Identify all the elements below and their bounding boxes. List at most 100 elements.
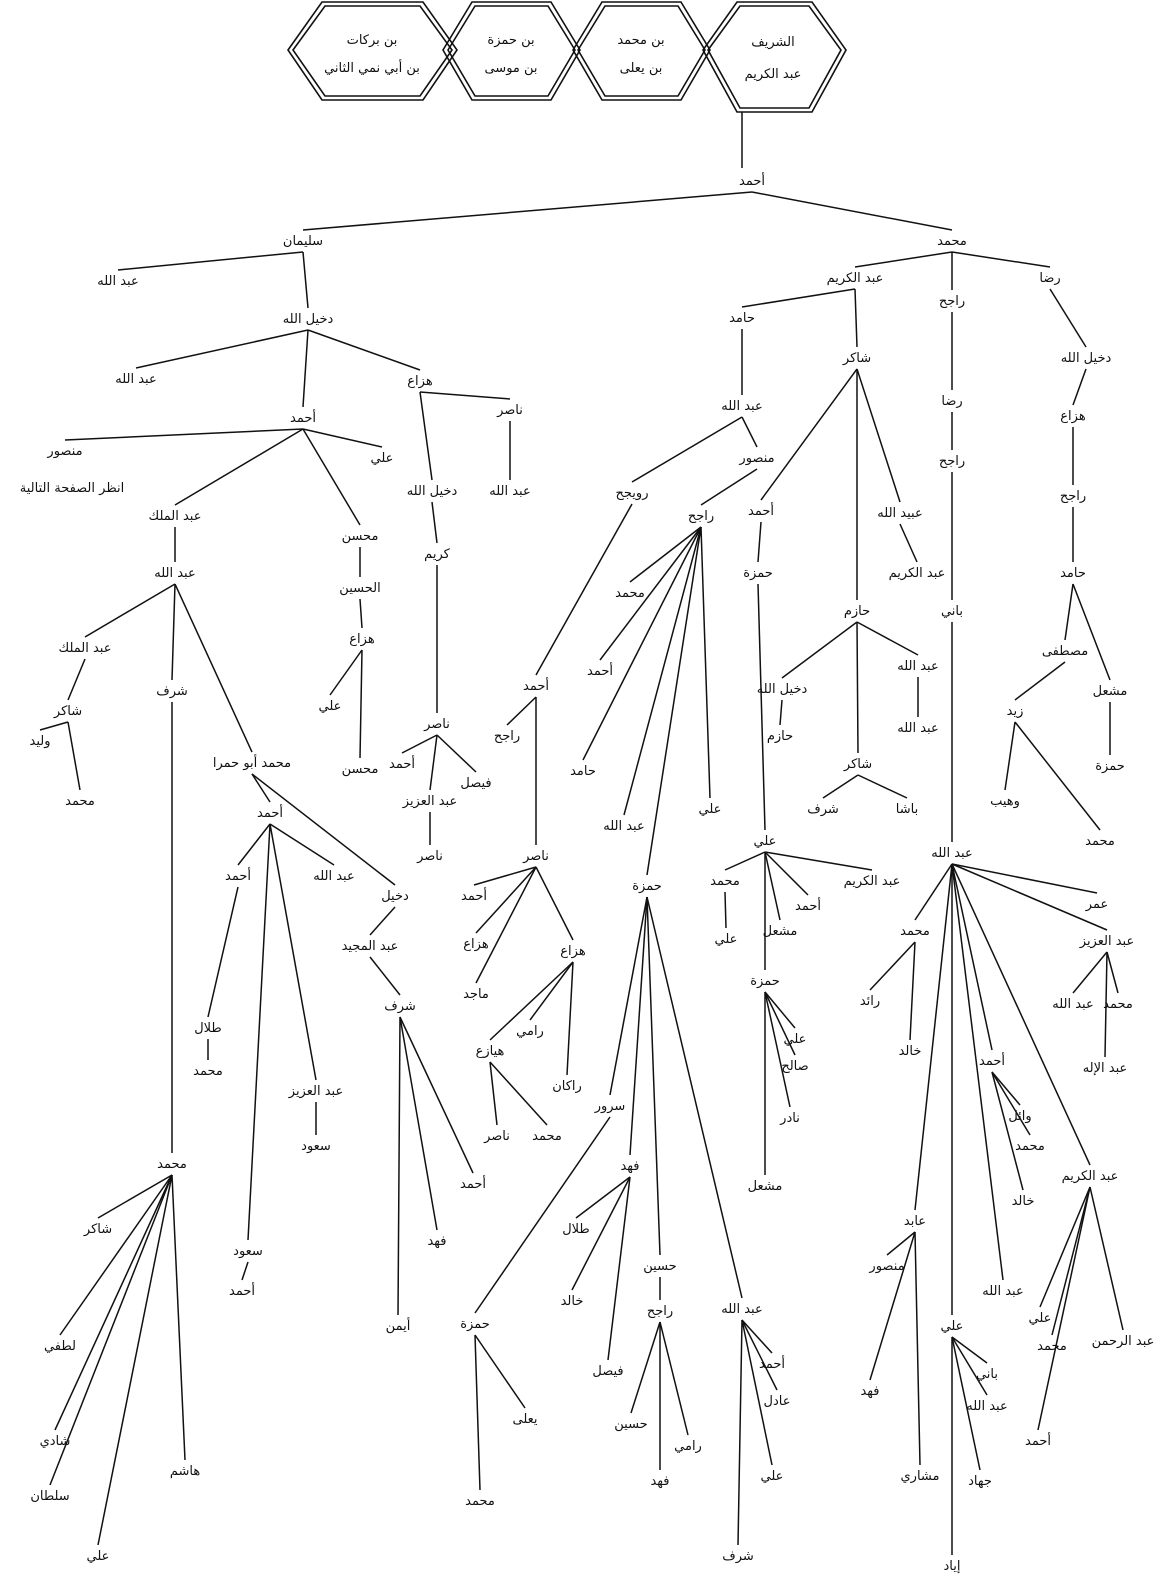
- person-ahmad_rw: أحمد: [523, 677, 549, 694]
- person-shakir_m: شاكر: [83, 1222, 112, 1237]
- edge-ruwayhi-ahmad_rw: [535, 503, 633, 676]
- person-ruwayhi: رويجح: [616, 486, 649, 501]
- person-husayn_mu: الحسين: [339, 581, 380, 596]
- person-ali_br: علي: [941, 1319, 964, 1334]
- person-talal_ab: طلال: [194, 1021, 222, 1036]
- edge-ali_sk-mishal_ask: [764, 851, 781, 921]
- person-hazza_d: هزاع: [407, 374, 433, 389]
- edge-shakir_hz-sharaf_hz: [822, 774, 859, 799]
- person-faysal_f: فيصل: [592, 1364, 623, 1379]
- person-ahmad_nk: أحمد: [389, 755, 415, 772]
- person-umar: عمر: [1085, 897, 1108, 912]
- person-muhammad_ak: محمد: [1037, 1339, 1067, 1354]
- person-iyad: إياد: [944, 1559, 961, 1574]
- edge-rajih_mn-ahmad_rm: [599, 526, 702, 661]
- person-muhammad_az: محمد: [1103, 997, 1133, 1012]
- edge-abdulaziz_br-abdulilah: [1104, 951, 1108, 1058]
- edge-fahd_sr-khalid_f: [571, 1176, 631, 1291]
- edge-hazim_sk-abdullah_hz2: [856, 621, 919, 656]
- edge-hazza_d-dakhilullah_h: [419, 391, 433, 481]
- edge-abdulmalik_2-shakir_am: [67, 658, 86, 701]
- hexagon-muhammad-line2: بن يعلى: [620, 61, 663, 76]
- tree-edges: [39, 112, 1124, 1555]
- person-muhammad1: محمد: [937, 234, 967, 249]
- person-shadi: شادي: [40, 1434, 71, 1449]
- person-adil: عادل: [764, 1394, 791, 1409]
- edge-abdullah_br-muhammad_b: [914, 863, 953, 921]
- person-fahd_ab: فهد: [860, 1384, 879, 1399]
- edge-rida-dakhilullah_r: [1049, 288, 1087, 348]
- person-abdullah_hz3: عبد الله: [897, 721, 938, 736]
- edge-nasir_k-abdulaziz_nk: [429, 734, 438, 791]
- person-hamza_ask: حمزة: [750, 974, 780, 989]
- person-abdulaziz_br: عبد العزيز: [1079, 934, 1134, 949]
- person-abdullah_br: عبد الله: [931, 846, 972, 861]
- person-ahmad_d: أحمد: [290, 409, 316, 426]
- edge-nasir_k-faysal_nk: [436, 734, 477, 773]
- edge-hazim_sk-shakir_hz: [856, 621, 859, 754]
- edge-dakhilullah_s-ahmad_d: [302, 329, 309, 408]
- edge-shakir_hz-basha: [857, 774, 908, 799]
- edge-abdullah_hz-ali_ahz: [741, 1319, 773, 1466]
- edge-root-muhammad1: [751, 191, 953, 231]
- edge-hazim_sk-dakhilullah_hz: [781, 621, 858, 679]
- edge-abdullah_am-sharaf_1: [171, 583, 176, 681]
- edge-rajih_mn-hamid_rm: [582, 526, 702, 761]
- person-ubaydullah: عبيد الله: [877, 506, 922, 521]
- person-yala: يعلى: [512, 1412, 537, 1427]
- person-rami_nr: رامي: [516, 1024, 544, 1039]
- edge-dakhilullah_r-hazza_r: [1072, 368, 1087, 406]
- person-abdulaziz_nk: عبد العزيز: [402, 794, 457, 809]
- person-hamza_ms: حمزة: [1095, 759, 1125, 774]
- edge-ahmad_br-muhammad_ah: [991, 1071, 1031, 1136]
- person-walid_am: وليد: [30, 734, 51, 749]
- edge-sulayman-dakhilullah_s: [302, 251, 309, 309]
- person-nasir_k: ناصر: [423, 717, 450, 732]
- edge-dakhilullah_h-karim_h: [431, 501, 438, 544]
- person-khalid_ah: خالد: [1012, 1194, 1035, 1209]
- edge-hazza_d-nasir_h: [419, 391, 511, 400]
- person-karim_h: كريم: [424, 547, 450, 562]
- edge-hazza_mu-muhsin_hz: [359, 649, 363, 759]
- person-hamid_k: حامد: [729, 311, 755, 326]
- hexagon-hamza-line2: بن موسى: [484, 61, 537, 76]
- person-salih_hk: صالح: [781, 1059, 808, 1074]
- person-hamid_rm: حامد: [570, 764, 596, 779]
- person-bani_ali: باني: [976, 1367, 998, 1382]
- edge-abdulkarim_1-hamid_k: [741, 288, 856, 308]
- hexagon-barakat: بن بركات بن أبي نمي الثاني: [287, 1, 458, 101]
- edge-abdullah_am-muhammad_abu: [174, 583, 253, 753]
- edge-muhammad_b-raid: [869, 941, 916, 991]
- person-basha: باشا: [896, 802, 918, 817]
- person-mishari: مشاري: [901, 1469, 940, 1484]
- edge-hamza_ask-nadir_hk: [764, 991, 791, 1108]
- person-wail: وائل: [1008, 1109, 1031, 1124]
- person-mishal_r: مشعل: [1093, 684, 1128, 699]
- person-muhammad_sh: محمد: [65, 794, 95, 809]
- person-mansur_a: منصور: [46, 444, 82, 459]
- person-muhammad_s2: محمد: [157, 1157, 187, 1172]
- edge-hamza_rm-abdullah_hz: [646, 896, 743, 1299]
- person-abdulrahman: عبد الرحمن: [1092, 1334, 1155, 1349]
- person-hamza_rm: حمزة: [632, 879, 662, 894]
- edge-ahmad_d-muhsin_a: [302, 428, 361, 526]
- person-abdulkarim_ask: عبد الكريم: [844, 874, 901, 889]
- person-nasir_rw: ناصر: [522, 849, 549, 864]
- edge-muhammad_abu-ahmad_ab: [251, 773, 271, 803]
- person-ahmad_sh2: أحمد: [460, 1175, 486, 1192]
- person-ali_rm: علي: [699, 802, 722, 817]
- edge-abdullah_hz-ahmad_ahz: [741, 1319, 773, 1354]
- edge-abdulkarim_br-muhammad_ak: [1051, 1186, 1091, 1336]
- edge-hamza_rm-fahd_sr: [629, 896, 648, 1156]
- person-bani_r: باني: [941, 604, 963, 619]
- person-abdulmalik_2: عبد الملك: [59, 641, 112, 656]
- edge-abdulaziz_br-abdullah_az: [1072, 951, 1108, 994]
- person-ali_ahz: علي: [761, 1469, 784, 1484]
- edge-nasir_rw-hazza_nr: [475, 866, 537, 934]
- edge-sharaf_2-fahd_sh: [399, 1016, 438, 1231]
- edge-abdullah_hk-ruwayhi: [631, 416, 743, 483]
- person-ahmad_rm: أحمد: [587, 662, 613, 679]
- person-muhammad_abu: محمد أبو حمرا: [213, 754, 291, 771]
- person-sharaf_1: شرف: [156, 684, 188, 699]
